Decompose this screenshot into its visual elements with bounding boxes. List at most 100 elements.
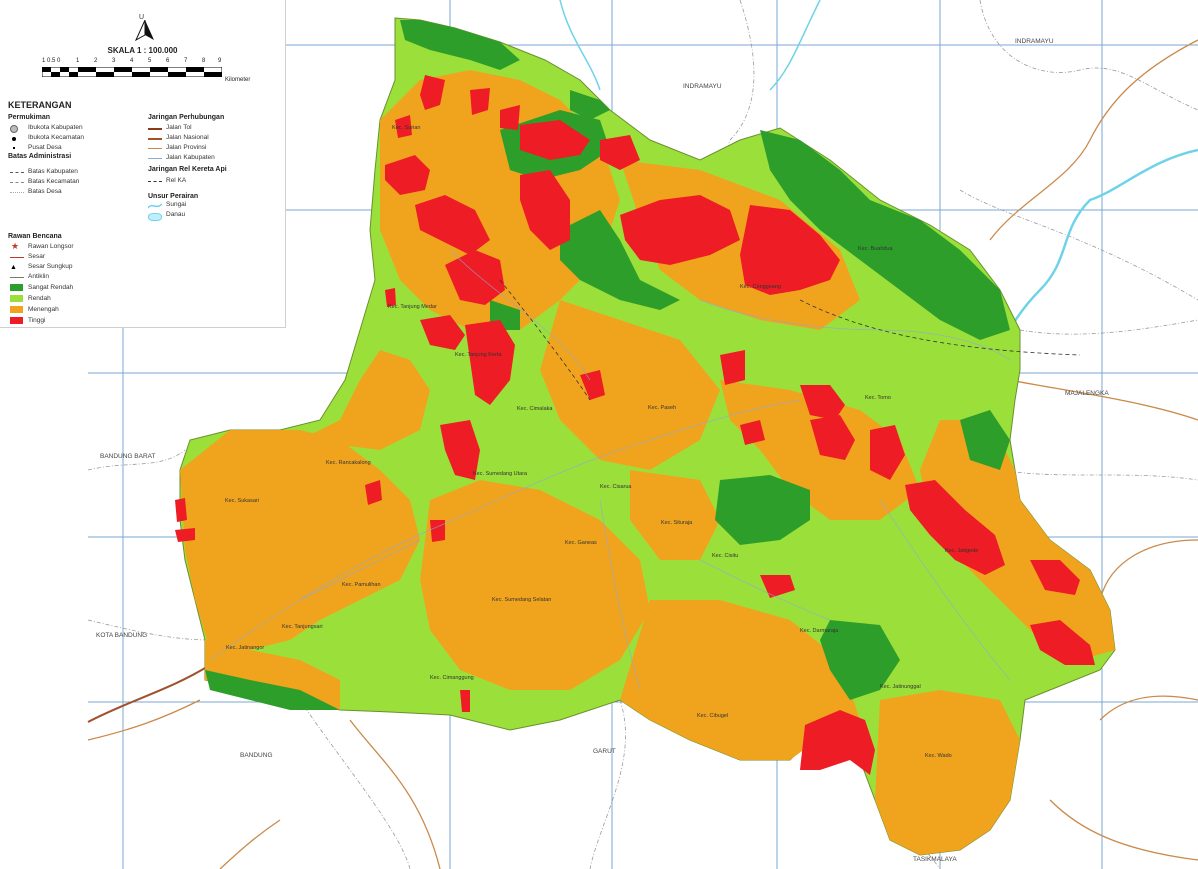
- scale-tick-7: 7: [184, 58, 188, 64]
- legend-rel-heading: Jaringan Rel Kereta Api: [148, 166, 227, 173]
- legend-sesar: Sesar: [28, 253, 45, 260]
- label-kec-sukasari: Kec. Sukasari: [225, 498, 259, 504]
- batas-kabupaten-symbol: [10, 172, 24, 173]
- label-kec-jatinangor: Kec. Jatinangor: [226, 645, 265, 651]
- label-indramayu-mid: INDRAMAYU: [683, 83, 722, 90]
- label-kec-paseh: Kec. Paseh: [648, 405, 677, 411]
- legend-ibukota-kabupaten: Ibukota Kabupaten: [28, 124, 83, 131]
- batas-desa-symbol: [10, 192, 24, 193]
- legend-sangat-rendah: Sangat Rendah: [28, 284, 74, 291]
- legend-batas-heading: Batas Administrasi: [8, 153, 72, 160]
- label-kec-jatinunggal: Kec. Jatinunggal: [880, 684, 921, 690]
- scale-bar: [42, 67, 222, 77]
- scale-tick-8: 8: [202, 58, 206, 64]
- label-kec-sumedang-selatan: Kec. Sumedang Selatan: [492, 597, 552, 603]
- legend-batas-desa: Batas Desa: [28, 188, 62, 195]
- legend-tinggi: Tinggi: [28, 317, 46, 324]
- label-kec-buahdua: Kec. Buahdua: [858, 246, 893, 252]
- label-kec-surian: Kec. Surian: [392, 125, 421, 131]
- river-north-2: [769, 0, 821, 91]
- sungai-icon: [148, 203, 162, 209]
- legend-rawan-longsor: Rawan Longsor: [28, 243, 74, 250]
- legend-permukiman-heading: Permukiman: [8, 114, 51, 121]
- label-kec-tomo: Kec. Tomo: [865, 395, 891, 401]
- label-kec-sumedang-utara: Kec. Sumedang Utara: [473, 471, 528, 477]
- scale-tick-9: 9: [218, 58, 222, 64]
- label-kec-conggeang: Kec. Conggeang: [740, 284, 781, 290]
- label-kec-cimanggung: Kec. Cimanggung: [430, 675, 474, 681]
- label-kota-bandung: KOTA BANDUNG: [96, 632, 148, 639]
- legend-sesar-sungkup: Sesar Sungkup: [28, 263, 73, 270]
- legend-jaringan-heading: Jaringan Perhubungan: [148, 114, 225, 121]
- north-label: U: [139, 14, 145, 21]
- label-kec-tanjung-medar: Kec. Tanjung Medar: [388, 304, 437, 310]
- scale-tick-4: 4: [130, 58, 134, 64]
- north-arrow-icon: [135, 20, 154, 42]
- danau-icon: [148, 213, 162, 221]
- pusat-desa-icon: [13, 147, 15, 149]
- rawan-longsor-icon: ★: [11, 241, 20, 251]
- river-north: [559, 0, 601, 91]
- label-indramayu-top: INDRAMAYU: [1015, 38, 1054, 45]
- legend-pusat-desa: Pusat Desa: [28, 144, 62, 151]
- sesar-symbol: [10, 257, 24, 258]
- scale-title: SKALA 1 : 100.000: [107, 46, 178, 55]
- label-kec-pamulihan: Kec. Pamulihan: [342, 582, 381, 588]
- national-road: [87, 664, 211, 723]
- railway: [499, 279, 591, 401]
- label-kec-ganeas: Kec. Ganeas: [565, 540, 597, 546]
- rel-ka-symbol: [148, 181, 162, 182]
- label-bandung: BANDUNG: [240, 752, 273, 759]
- antiklin-symbol: [10, 277, 24, 278]
- legend-jalan-tol: Jalan Tol: [166, 124, 192, 131]
- sangat-rendah-swatch: [10, 284, 23, 291]
- label-bandung-barat: BANDUNG BARAT: [100, 453, 156, 460]
- scale-tick-0: 1 0.5 0: [42, 58, 61, 64]
- label-kec-tanjung-kerta: Kec. Tanjung Kerta: [455, 352, 502, 358]
- label-kec-wado: Kec. Wado: [925, 753, 952, 759]
- legend-jalan-nasional: Jalan Nasional: [166, 134, 209, 141]
- scale-unit: Kilometer: [225, 77, 251, 83]
- legend-title: KETERANGAN: [8, 100, 72, 110]
- batas-kecamatan-symbol: [10, 182, 24, 183]
- ibukota-kabupaten-icon: [10, 125, 18, 133]
- scale-tick-3: 3: [112, 58, 116, 64]
- label-tasikmalaya: TASIKMALAYA: [913, 856, 957, 863]
- label-kec-cisitu: Kec. Cisitu: [712, 553, 739, 559]
- legend-panel: U SKALA 1 : 100.000 1 0.5 0 1 2 3 4 5 6 …: [0, 0, 286, 328]
- label-kec-jatigede: Kec. Jatigede: [945, 548, 979, 554]
- tinggi-swatch: [10, 317, 23, 324]
- ibukota-kecamatan-icon: [12, 137, 16, 141]
- jalan-provinsi-symbol: [148, 148, 162, 149]
- legend-jalan-kabupaten: Jalan Kabupaten: [166, 154, 215, 161]
- rendah-swatch: [10, 295, 23, 302]
- label-kec-cimalaka: Kec. Cimalaka: [517, 406, 553, 412]
- jalan-nasional-symbol: [148, 138, 162, 140]
- sesar-sungkup-symbol: ▲: [10, 264, 17, 271]
- label-kec-cisarua: Kec. Cisarua: [600, 484, 632, 490]
- hazard-tinggi[interactable]: [175, 75, 1095, 775]
- jalan-kabupaten-symbol: [148, 158, 162, 159]
- scale-tick-6: 6: [166, 58, 170, 64]
- scale-tick-5: 5: [148, 58, 152, 64]
- label-kec-situraja: Kec. Situraja: [661, 520, 693, 526]
- label-garut: GARUT: [593, 748, 616, 755]
- jalan-tol-symbol: [148, 128, 162, 130]
- label-majalengka: MAJALENGKA: [1065, 390, 1109, 397]
- legend-rawan-heading: Rawan Bencana: [8, 233, 62, 240]
- label-kec-rancakalong: Kec. Rancakalong: [326, 460, 371, 466]
- legend-rel-ka: Rel KA: [166, 177, 187, 184]
- legend-jalan-provinsi: Jalan Provinsi: [166, 144, 207, 151]
- legend-danau: Danau: [166, 211, 186, 218]
- label-kec-darmaraja: Kec. Darmaraja: [800, 628, 839, 634]
- label-kec-cibugel: Kec. Cibugel: [697, 713, 729, 719]
- label-kec-tanjungsari: Kec. Tanjungsari: [282, 624, 323, 630]
- hazard-sangat-rendah[interactable]: [205, 20, 1010, 710]
- legend-batas-kabupaten: Batas Kabupaten: [28, 168, 78, 175]
- scale-tick-2: 2: [94, 58, 98, 64]
- legend-perairan-heading: Unsur Perairan: [148, 193, 199, 200]
- legend-rendah: Rendah: [28, 295, 51, 302]
- legend-batas-kecamatan: Batas Kecamatan: [28, 178, 80, 185]
